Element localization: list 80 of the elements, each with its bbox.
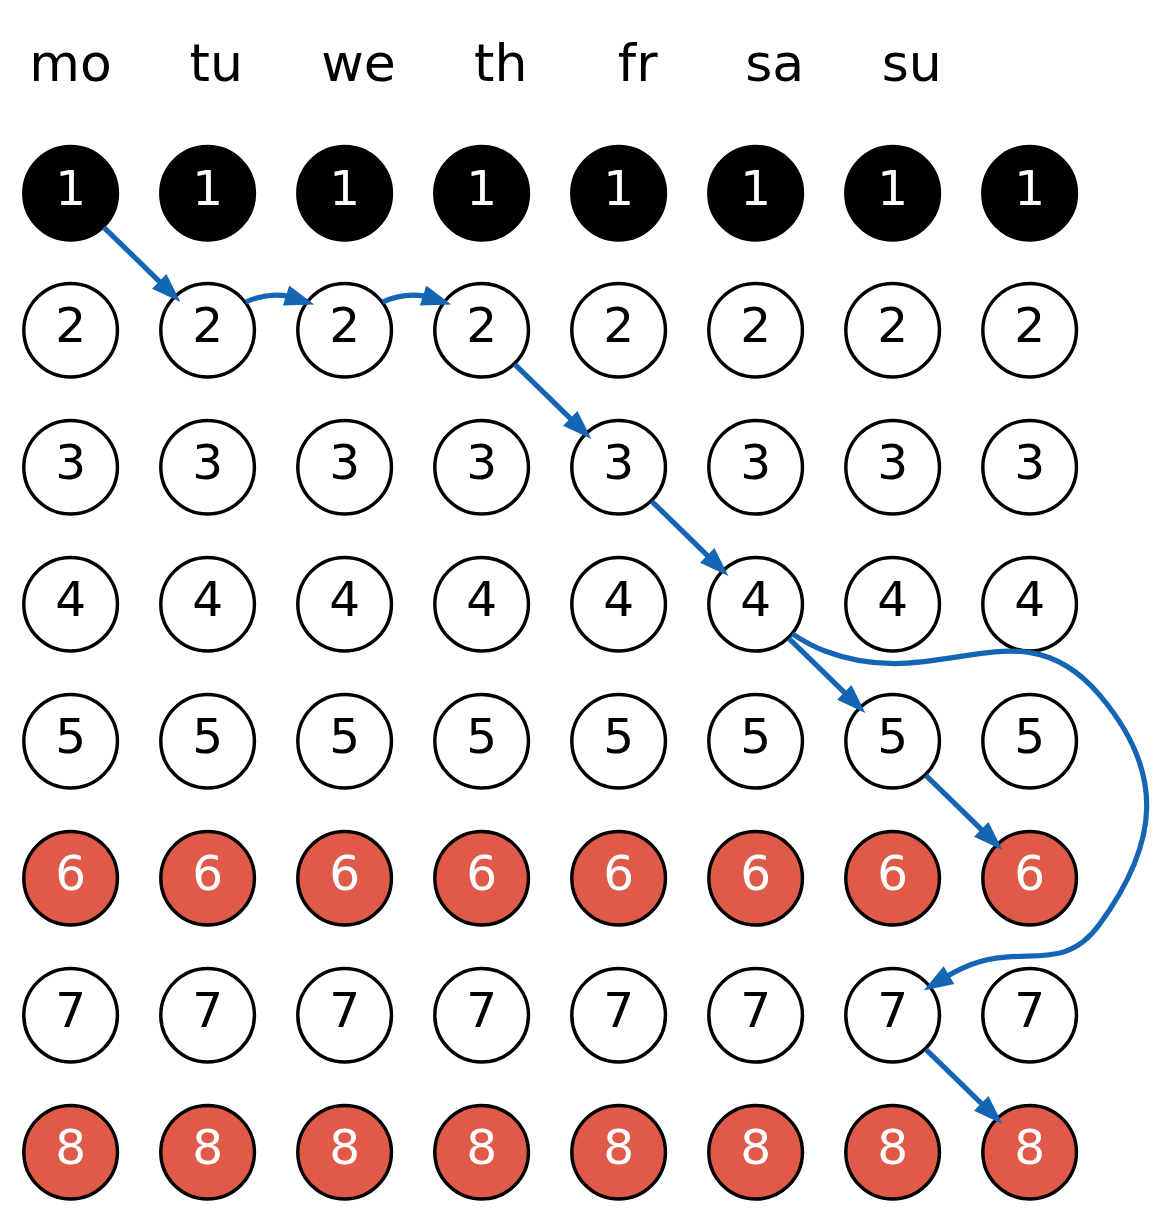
node-circle: 4: [981, 555, 1079, 653]
node-circle: 1: [22, 144, 120, 242]
node-circle: 6: [296, 829, 394, 927]
node-circle: 2: [433, 281, 531, 379]
node-circle: 6: [159, 829, 257, 927]
node-circle: 4: [433, 555, 531, 653]
arrow: [244, 285, 315, 306]
node-circle: 3: [433, 418, 531, 516]
node-circle: 3: [22, 418, 120, 516]
node-circle: 5: [433, 692, 531, 790]
node-circle: 1: [570, 144, 668, 242]
node-circle: 5: [707, 692, 805, 790]
arrow: [923, 773, 1003, 850]
node-circle: 7: [570, 966, 668, 1064]
node-circle: 7: [844, 966, 942, 1064]
node-circle: 2: [22, 281, 120, 379]
node-circle: 4: [296, 555, 394, 653]
node-circle: 6: [707, 829, 805, 927]
node-circle: 3: [159, 418, 257, 516]
node-circle: 4: [159, 555, 257, 653]
label: sa: [745, 32, 805, 93]
node-circle: 1: [707, 144, 805, 242]
node-circle: 6: [981, 829, 1079, 927]
node-circle: 5: [981, 692, 1079, 790]
node-circle: 7: [159, 966, 257, 1064]
node-circle: 6: [433, 829, 531, 927]
node-circle: 7: [707, 966, 805, 1064]
node-circle: 2: [707, 281, 805, 379]
node-circle: 5: [159, 692, 257, 790]
node-circle: 4: [844, 555, 942, 653]
node-circle: 3: [707, 418, 805, 516]
node-circle: 2: [570, 281, 668, 379]
node-circle: 1: [981, 144, 1079, 242]
label: fr: [617, 32, 658, 93]
node-circle: 8: [159, 1103, 257, 1201]
node-circle: 7: [22, 966, 120, 1064]
node-circle: 5: [570, 692, 668, 790]
node-circle: 8: [844, 1103, 942, 1201]
arrow: [101, 225, 181, 302]
node-circle: 7: [296, 966, 394, 1064]
node-circle: 5: [296, 692, 394, 790]
node-circle: 6: [570, 829, 668, 927]
node-circle: 8: [296, 1103, 394, 1201]
node-circle: 8: [570, 1103, 668, 1201]
node-circle: 1: [433, 144, 531, 242]
node-circle: 2: [296, 281, 394, 379]
node-circle: 6: [844, 829, 942, 927]
node-circle: 5: [22, 692, 120, 790]
node-circle: 8: [981, 1103, 1079, 1201]
arrow: [649, 499, 729, 576]
arrow: [924, 1047, 1003, 1124]
arrow: [512, 362, 592, 439]
label: th: [474, 32, 528, 93]
label: mo: [29, 32, 112, 93]
node-circle: 8: [707, 1103, 805, 1201]
label: su: [881, 32, 942, 93]
node-circle: 4: [707, 555, 805, 653]
label: we: [321, 32, 396, 93]
node-circle: 5: [844, 692, 942, 790]
node-circle: 2: [159, 281, 257, 379]
node-circle: 1: [159, 144, 257, 242]
arrow: [790, 631, 1150, 991]
node-circle: 4: [22, 555, 120, 653]
node-circle: 7: [433, 966, 531, 1064]
node-circle: 3: [296, 418, 394, 516]
node-circle: 1: [296, 144, 394, 242]
node-circle: 2: [844, 281, 942, 379]
node-circle: 3: [981, 418, 1079, 516]
label: tu: [189, 32, 243, 93]
node-circle: 3: [844, 418, 942, 516]
node-circle: 2: [981, 281, 1079, 379]
arrow: [381, 285, 452, 306]
node-circle: 1: [844, 144, 942, 242]
node-circle: 8: [433, 1103, 531, 1201]
node-circle: 3: [570, 418, 668, 516]
arrow: [786, 636, 866, 713]
node-circle: 7: [981, 966, 1079, 1064]
node-circle: 8: [22, 1103, 120, 1201]
node-circle: 6: [22, 829, 120, 927]
node-circle: 4: [570, 555, 668, 653]
